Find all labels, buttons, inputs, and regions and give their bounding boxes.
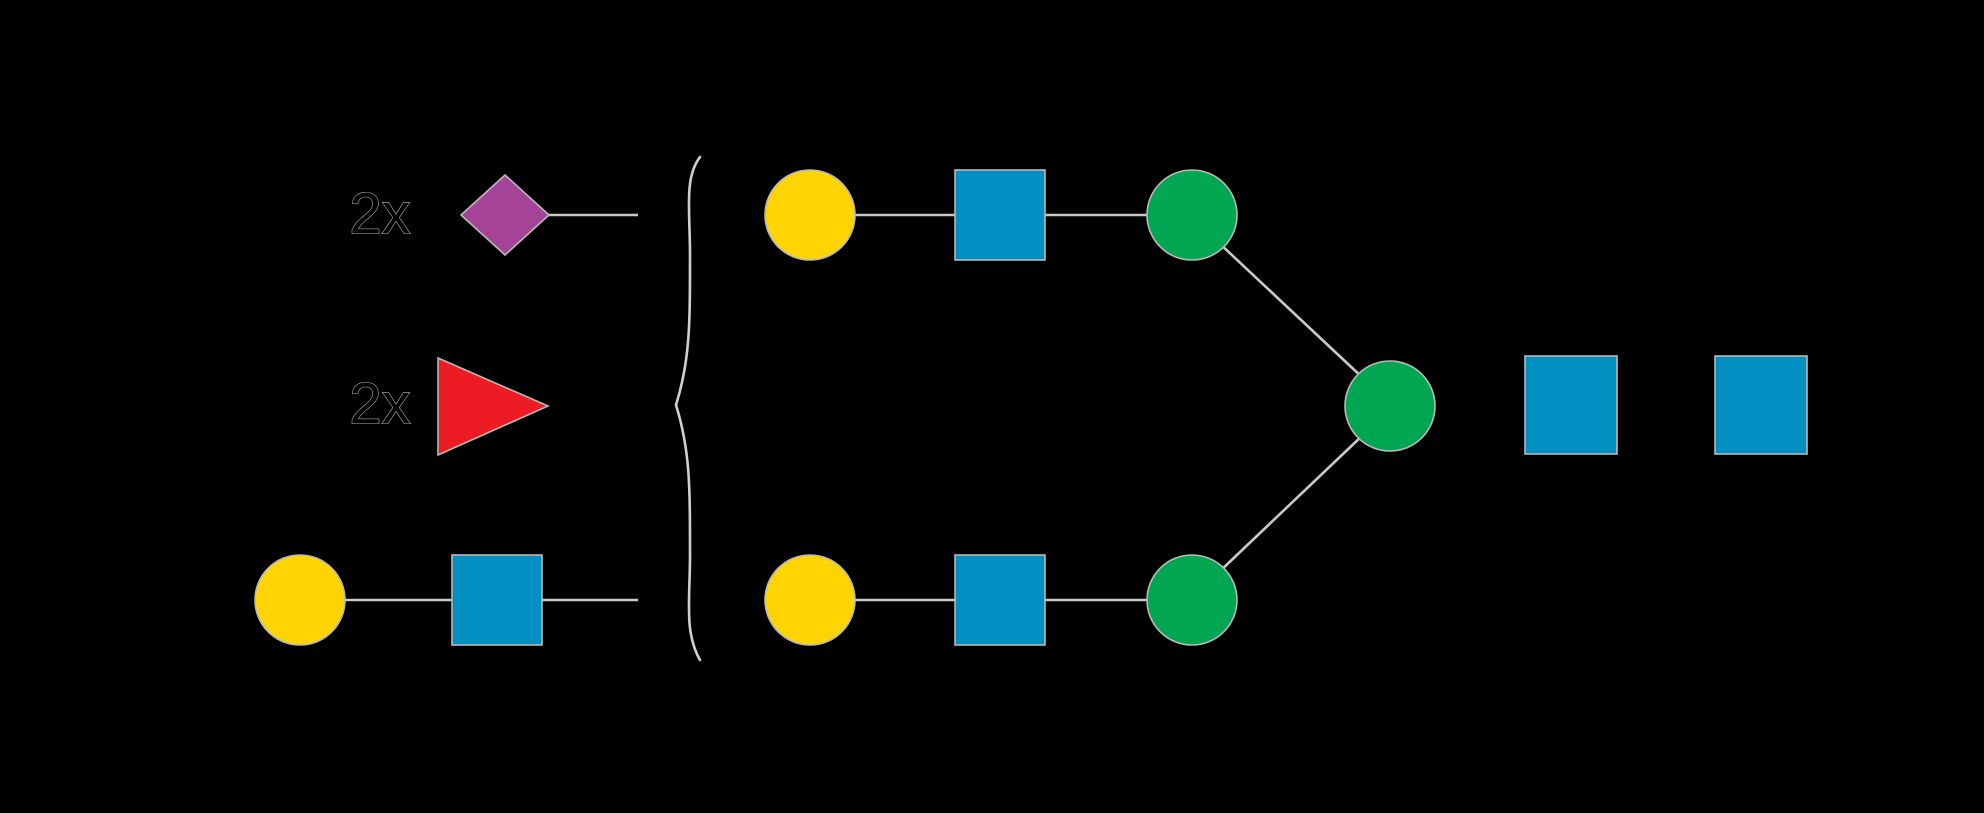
node-blue-square-right-1[interactable] (1524, 355, 1618, 455)
node-purple-diamond-top[interactable] (459, 173, 551, 257)
node-blue-square-right-2[interactable] (1714, 355, 1808, 455)
label-layer: 2x 2x (349, 181, 411, 437)
edge-layer (331, 213, 1365, 602)
curly-brace (674, 155, 702, 662)
node-blue-square-top[interactable] (954, 169, 1046, 261)
node-yellow-circle-top[interactable] (764, 169, 856, 261)
node-green-circle-top[interactable] (1146, 169, 1238, 261)
branch-edge-upper (1217, 241, 1365, 380)
node-blue-square-bottom-left[interactable] (451, 554, 543, 646)
multiplier-label-middle: 2x (349, 371, 410, 436)
node-green-circle-center[interactable] (1344, 360, 1436, 452)
node-green-circle-bottom[interactable] (1146, 554, 1238, 646)
branch-edge-lower (1217, 433, 1365, 574)
node-yellow-circle-bottom-left[interactable] (254, 554, 346, 646)
multiplier-label-top: 2x (349, 181, 410, 246)
node-blue-square-bottom[interactable] (954, 554, 1046, 646)
node-red-triangle-middle[interactable] (437, 356, 550, 457)
node-layer (254, 169, 1808, 646)
node-yellow-circle-bottom[interactable] (764, 554, 856, 646)
